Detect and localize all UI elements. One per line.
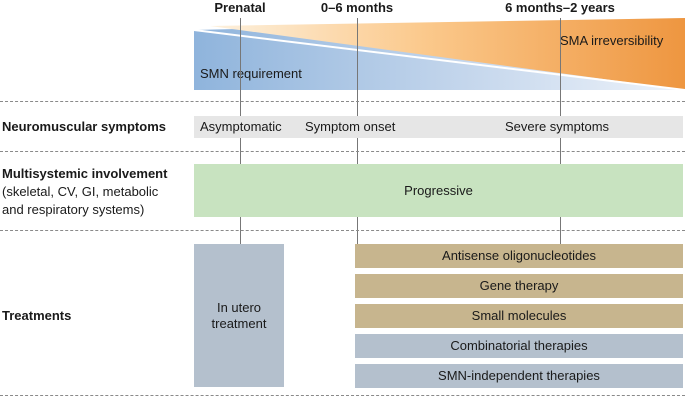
stage-severe-symptoms: Severe symptoms bbox=[505, 119, 610, 134]
progressive-bar: Progressive bbox=[194, 164, 683, 217]
neuromuscular-label: Neuromuscular symptoms bbox=[2, 119, 166, 134]
in-utero-line2: treatment bbox=[211, 315, 267, 331]
irreversibility-wedge bbox=[210, 18, 685, 90]
multisystemic-sub1: (skeletal, CV, GI, metabolic bbox=[2, 184, 159, 199]
multisystemic-sub2: and respiratory systems) bbox=[2, 202, 145, 217]
treatment-small-molecules: Small molecules bbox=[355, 304, 683, 328]
stage-symptom-onset: Symptom onset bbox=[305, 119, 396, 134]
in-utero-box: In utero treatment bbox=[194, 244, 284, 387]
separator-3 bbox=[0, 230, 685, 231]
treatment-smn-independent: SMN-independent therapies bbox=[355, 364, 683, 388]
separator-1 bbox=[0, 101, 685, 102]
treatment-aso: Antisense oligonucleotides bbox=[355, 244, 683, 268]
treatment-combinatorial: Combinatorial therapies bbox=[355, 334, 683, 358]
requirement-label: SMN requirement bbox=[200, 66, 302, 81]
timeline-prenatal: Prenatal bbox=[214, 0, 266, 15]
irreversibility-label: SMA irreversibility bbox=[560, 33, 664, 48]
separator-2 bbox=[0, 151, 685, 152]
neuromuscular-bar bbox=[194, 116, 683, 138]
stage-asymptomatic: Asymptomatic bbox=[200, 119, 282, 134]
timeline-6m-2y: 6 months–2 years bbox=[505, 0, 615, 15]
timeline-0-6-months: 0–6 months bbox=[320, 0, 394, 15]
multisystemic-label: Multisystemic involvement bbox=[2, 166, 168, 181]
treatment-gene-therapy: Gene therapy bbox=[355, 274, 683, 298]
separator-4 bbox=[0, 395, 685, 396]
treatments-label: Treatments bbox=[2, 308, 72, 323]
progressive-text: Progressive bbox=[404, 182, 473, 198]
in-utero-line1: In utero bbox=[216, 299, 262, 315]
